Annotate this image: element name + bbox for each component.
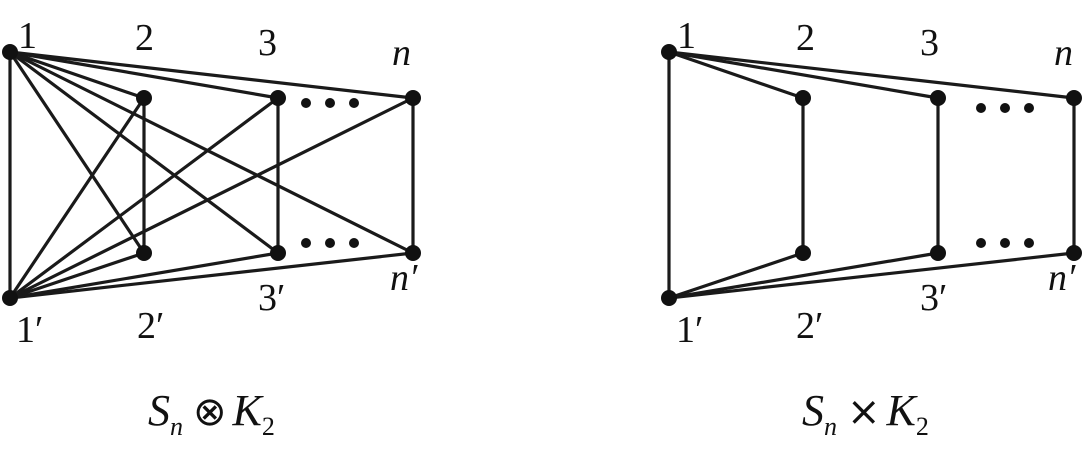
caption-base-sub: n	[170, 412, 183, 441]
cartesian-ellipsis-bottom	[976, 238, 1034, 248]
cartesian-caption: Sn ×K2	[802, 386, 929, 441]
label-3-prime: 3′	[920, 277, 947, 319]
tensor-caption-text: Sn ⊗K2	[148, 386, 275, 441]
edge-1-n	[8, 50, 415, 100]
vertex-1-prime	[661, 290, 677, 306]
caption-factor: K	[886, 386, 919, 435]
tensor-graph-labels: 1 2 3 n 1′ 2′ 3′ n′	[16, 15, 418, 351]
edge-1-2	[8, 50, 146, 100]
vertex-3-prime	[270, 245, 286, 261]
tensor-caption: Sn ⊗K2	[148, 386, 275, 441]
vertex-n-prime	[405, 245, 421, 261]
vertex-1-prime	[2, 290, 18, 306]
tensor-graph-edges	[8, 50, 415, 300]
tensor-product-graph: 1 2 3 n 1′ 2′ 3′ n′ Sn⊗K2	[2, 15, 421, 441]
vertex-n	[1066, 90, 1082, 106]
cartesian-ellipsis-top	[976, 103, 1034, 113]
label-2-prime: 2′	[796, 305, 823, 347]
vertex-3	[930, 90, 946, 106]
vertex-3	[270, 90, 286, 106]
label-3: 3	[920, 22, 939, 64]
cartesian-graph-labels: 1 2 3 n 1′ 2′ 3′ n′	[676, 15, 1076, 351]
label-3: 3	[258, 22, 277, 64]
vertex-2	[136, 90, 152, 106]
edge-1p-3p	[8, 251, 280, 300]
edge-1p-np	[667, 251, 1076, 300]
cartesian-product-graph: 1 2 3 n 1′ 2′ 3′ n′ Sn×K2	[661, 15, 1082, 441]
cartesian-graph-nodes	[661, 44, 1082, 306]
label-2: 2	[796, 17, 815, 59]
caption-base: S	[148, 386, 170, 435]
caption-operator: ×	[847, 389, 881, 435]
tensor-ellipsis-top	[301, 98, 359, 108]
tensor-graph-nodes	[2, 44, 421, 306]
vertex-2-prime	[136, 245, 152, 261]
cartesian-graph-edges	[667, 50, 1076, 300]
label-1-prime: 1′	[16, 309, 43, 351]
vertex-2-prime	[795, 245, 811, 261]
vertex-1	[661, 44, 677, 60]
caption-factor: K	[232, 386, 265, 435]
edge-1p-3	[8, 96, 280, 300]
edge-1-3p	[8, 50, 280, 255]
caption-factor-sub: 2	[916, 412, 929, 441]
caption-base: S	[802, 386, 824, 435]
caption-base-sub: n	[824, 412, 837, 441]
edge-1-n	[667, 50, 1076, 100]
label-n-prime: n′	[390, 257, 418, 299]
label-1: 1	[18, 15, 37, 57]
label-n: n	[1054, 32, 1073, 74]
edge-1-3	[667, 50, 940, 100]
cartesian-caption-text: Sn ×K2	[802, 386, 929, 441]
vertex-1	[2, 44, 18, 60]
edge-1p-n	[8, 96, 415, 300]
edge-1-3	[8, 50, 280, 100]
edge-1-2p	[8, 50, 146, 255]
vertex-n	[405, 90, 421, 106]
edge-1-2	[667, 50, 805, 100]
label-1: 1	[677, 15, 696, 57]
vertex-n-prime	[1066, 245, 1082, 261]
vertex-3-prime	[930, 245, 946, 261]
edge-1p-np	[8, 251, 415, 300]
label-n-prime: n′	[1048, 257, 1076, 299]
tensor-ellipsis-bottom	[301, 238, 359, 248]
label-1-prime: 1′	[676, 309, 703, 351]
edge-1p-2p	[667, 251, 805, 300]
caption-operator: ⊗	[193, 389, 227, 435]
label-2-prime: 2′	[137, 305, 164, 347]
edge-1p-2p	[8, 251, 146, 300]
edge-1-np	[8, 50, 415, 255]
label-n: n	[392, 32, 411, 74]
edge-1p-2	[8, 96, 146, 300]
caption-factor-sub: 2	[262, 412, 275, 441]
edge-1p-3p	[667, 251, 940, 300]
label-2: 2	[135, 17, 154, 59]
label-3-prime: 3′	[258, 277, 285, 319]
vertex-2	[795, 90, 811, 106]
